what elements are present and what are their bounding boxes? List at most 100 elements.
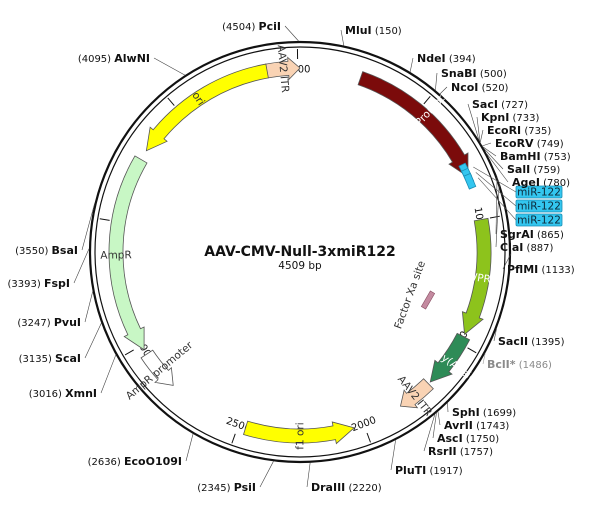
- site-position: (500): [477, 69, 507, 80]
- mir-leader: [477, 177, 517, 221]
- restriction-site: (3550) BsaI: [15, 244, 78, 257]
- restriction-site: DraIII (2220): [311, 481, 382, 494]
- site-position: (4504): [222, 22, 258, 33]
- site-position: (2345): [197, 483, 233, 494]
- restriction-site: KpnI (733): [481, 111, 539, 124]
- svg-text:BamHI (753): BamHI (753): [500, 150, 571, 163]
- plasmid-size: 4509 bp: [278, 260, 322, 272]
- svg-text:(3135) ScaI: (3135) ScaI: [19, 352, 81, 365]
- site-name: XmnI: [65, 387, 97, 400]
- feature-arrow: [429, 332, 471, 383]
- site-name: BsaI: [52, 244, 78, 257]
- site-position: (780): [540, 178, 570, 189]
- svg-text:SacI (727): SacI (727): [472, 98, 528, 111]
- site-name: MluI: [345, 24, 372, 37]
- site-leader: [340, 29, 345, 46]
- svg-text:SphI (1699): SphI (1699): [452, 406, 516, 419]
- site-leader: [100, 354, 117, 394]
- restriction-site: BclI* (1486): [487, 358, 552, 371]
- site-leader: [73, 248, 90, 284]
- site-position: (727): [498, 100, 528, 111]
- svg-text:(2636) EcoO109I: (2636) EcoO109I: [88, 455, 182, 468]
- site-name: PciI: [259, 20, 281, 33]
- mir-122-box: [463, 172, 477, 190]
- site-position: (3247): [17, 318, 53, 329]
- mir-122-label: miR-122: [517, 215, 561, 227]
- svg-text:(4095) AlwNI: (4095) AlwNI: [78, 52, 150, 65]
- site-leader: [409, 57, 414, 73]
- site-position: (759): [530, 165, 560, 176]
- site-name: RsrII: [428, 445, 457, 458]
- site-position: (3016): [29, 389, 65, 400]
- site-leader: [284, 25, 299, 42]
- site-name: EcoO109I: [124, 455, 182, 468]
- plasmid-name: AAV-CMV-Null-3xmiR122: [204, 244, 395, 260]
- site-leader: [482, 353, 486, 365]
- site-position: (1133): [538, 265, 575, 276]
- restriction-site: (3393) FspI: [8, 277, 70, 290]
- feature-label: f1 ori: [294, 422, 306, 449]
- site-leader: [437, 411, 441, 426]
- tick-mark: [489, 215, 500, 219]
- site-leader: [479, 129, 484, 143]
- restriction-site: (3135) ScaI: [19, 352, 81, 365]
- site-position: (865): [534, 230, 564, 241]
- site-leader-lines: [73, 25, 512, 488]
- svg-text:MluI (150): MluI (150): [345, 24, 402, 37]
- restriction-site: MluI (150): [345, 24, 402, 37]
- site-leader: [482, 146, 497, 157]
- site-position: (3135): [19, 354, 55, 365]
- feature-arrow: [265, 56, 301, 81]
- site-name: PflMI: [507, 263, 538, 276]
- svg-text:AvrII (1743): AvrII (1743): [444, 419, 509, 432]
- site-leader: [390, 440, 396, 471]
- restriction-site: SphI (1699): [452, 406, 516, 419]
- site-leader: [495, 182, 500, 248]
- site-leader: [432, 412, 437, 439]
- svg-text:SalI (759): SalI (759): [507, 163, 560, 176]
- restriction-site: PluTI (1917): [395, 464, 463, 477]
- restriction-site: RsrII (1757): [428, 445, 493, 458]
- site-leader: [435, 72, 438, 91]
- mir-leader: [473, 166, 517, 193]
- site-leader: [483, 148, 504, 170]
- site-leader: [81, 202, 96, 251]
- site-leader: [495, 176, 498, 235]
- site-name: SacI: [472, 98, 498, 111]
- svg-text:(3393) FspI: (3393) FspI: [8, 277, 70, 290]
- site-position: (150): [372, 26, 402, 37]
- feature-arrow: [243, 420, 356, 445]
- site-name: EcoRI: [487, 124, 521, 137]
- svg-text:SgrAI (865): SgrAI (865): [500, 228, 564, 241]
- site-leader: [259, 461, 274, 488]
- site-leader: [493, 328, 497, 342]
- tick-mark: [124, 349, 134, 356]
- svg-text:SacII (1395): SacII (1395): [498, 335, 565, 348]
- mir-122-label: miR-122: [517, 201, 561, 213]
- restriction-site: BamHI (753): [500, 150, 571, 163]
- svg-text:SnaBI (500): SnaBI (500): [441, 67, 507, 80]
- feature-arrow: [461, 217, 492, 336]
- site-name: DraIII: [311, 481, 345, 494]
- restriction-site: AgeI (780): [512, 176, 570, 189]
- site-name: AlwNI: [114, 52, 150, 65]
- site-name: FspI: [44, 277, 70, 290]
- site-name: EcoRV: [495, 137, 534, 150]
- site-leader: [476, 116, 481, 142]
- svg-text:EcoRI (735): EcoRI (735): [487, 124, 551, 137]
- restriction-site: SalI (759): [507, 163, 560, 176]
- site-name: NcoI: [451, 81, 478, 94]
- restriction-site: (4095) AlwNI: [78, 52, 150, 65]
- svg-text:AscI (1750): AscI (1750): [437, 432, 499, 445]
- feature-label: AmpR promoter: [124, 339, 196, 402]
- svg-text:KpnI (733): KpnI (733): [481, 111, 539, 124]
- feature-label: AmpR: [100, 249, 132, 262]
- factor-xa-label: Factor Xa site: [392, 259, 428, 330]
- site-name: ScaI: [55, 352, 81, 365]
- restriction-site: SacI (727): [472, 98, 528, 111]
- site-position: (887): [523, 243, 553, 254]
- restriction-site: SacII (1395): [498, 335, 565, 348]
- site-name: SacII: [498, 335, 528, 348]
- tick-mark: [366, 432, 371, 443]
